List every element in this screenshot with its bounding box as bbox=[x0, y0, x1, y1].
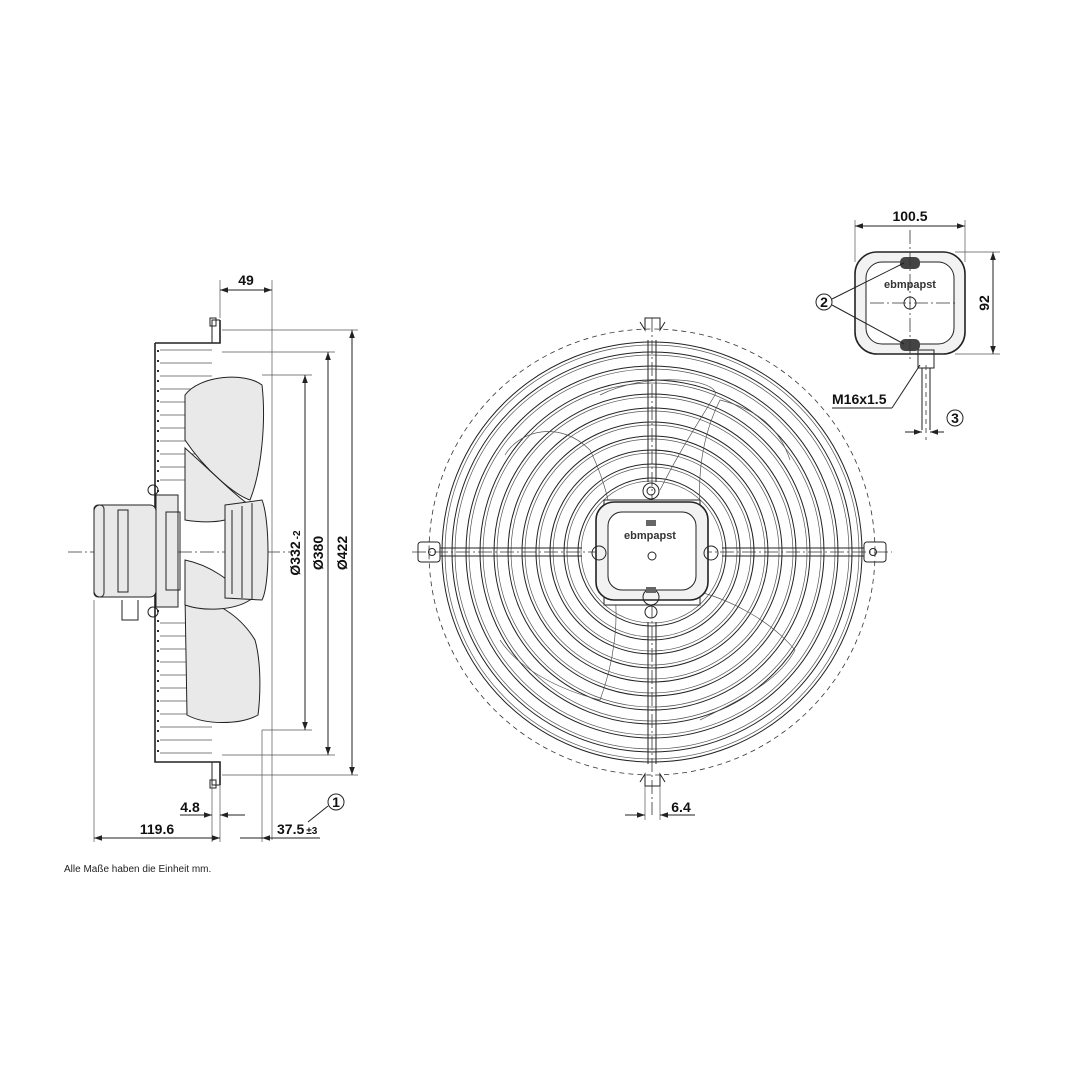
front-view: ebmpapst 6.4 bbox=[412, 317, 892, 820]
front-screw-right bbox=[703, 545, 719, 561]
dim-422: Ø422 bbox=[334, 536, 350, 570]
dim-4-8: 4.8 bbox=[180, 799, 200, 815]
top-mount-hole bbox=[209, 317, 217, 327]
detail-cable bbox=[921, 368, 931, 430]
front-blade-5 bbox=[699, 399, 791, 516]
terminal-box-lid bbox=[93, 504, 105, 598]
motor-hub bbox=[165, 511, 181, 591]
front-blade-2 bbox=[504, 431, 611, 516]
bottom-mount-hole bbox=[209, 779, 217, 789]
dim-332: Ø332-2 bbox=[287, 530, 303, 576]
front-blade-4 bbox=[699, 591, 796, 721]
m16-leader bbox=[891, 364, 921, 409]
callout-3-circle bbox=[946, 409, 964, 427]
screw-top bbox=[147, 484, 159, 496]
tab-top bbox=[639, 317, 666, 332]
front-blade-1 bbox=[599, 379, 716, 491]
front-seal-top bbox=[646, 520, 656, 526]
motor-flange bbox=[155, 494, 179, 608]
dim-100-5: 100.5 bbox=[892, 208, 927, 224]
dim-380: Ø380 bbox=[310, 536, 326, 570]
callout-2-leader-a bbox=[831, 262, 905, 300]
terminal-box-seal bbox=[117, 509, 129, 593]
callout-1-circle bbox=[327, 793, 345, 811]
tab-bottom bbox=[639, 772, 666, 787]
callout-2: 2 bbox=[820, 294, 828, 310]
dim-6-4: 6.4 bbox=[671, 799, 691, 815]
front-center-screw bbox=[647, 551, 657, 561]
guard-tab-top bbox=[211, 319, 220, 343]
callout-1-leader bbox=[307, 805, 329, 823]
front-seal-bottom bbox=[646, 587, 656, 593]
footnote: Alle Maße haben die Einheit mm. bbox=[64, 864, 211, 875]
dim-92: 92 bbox=[976, 295, 992, 311]
callout-3: 3 bbox=[951, 410, 959, 426]
front-blade-3 bbox=[499, 594, 617, 701]
terminal-box-side bbox=[93, 504, 157, 598]
front-screw-left bbox=[591, 545, 607, 561]
hub-ribs bbox=[231, 503, 253, 600]
callout-2-circle bbox=[815, 293, 833, 311]
front-cable-gland bbox=[644, 605, 658, 619]
front-logo: ebmpapst bbox=[624, 530, 676, 542]
blade-bottom bbox=[184, 594, 261, 723]
terminal-box-detail: ebmpapst 100.5 92 2 M16x1.5 3 bbox=[815, 208, 1000, 440]
rotor-hub bbox=[224, 499, 269, 601]
dim-119-6: 119.6 bbox=[140, 821, 174, 837]
front-screw-top-inner bbox=[646, 486, 656, 496]
screw-bottom bbox=[147, 606, 159, 618]
callout-2-leader-b bbox=[831, 304, 905, 345]
front-screw-top bbox=[642, 482, 660, 500]
dim-37-5: 37.5±3 bbox=[277, 821, 318, 837]
dim-49: 49 bbox=[238, 272, 254, 288]
callout-1: 1 bbox=[332, 794, 340, 810]
side-view: 49 Ø332-2 Ø380 Ø422 4.8 119.6 37.5±3 1 bbox=[68, 272, 358, 842]
cable-gland-side bbox=[121, 600, 139, 621]
dim-m16: M16x1.5 bbox=[832, 391, 887, 407]
